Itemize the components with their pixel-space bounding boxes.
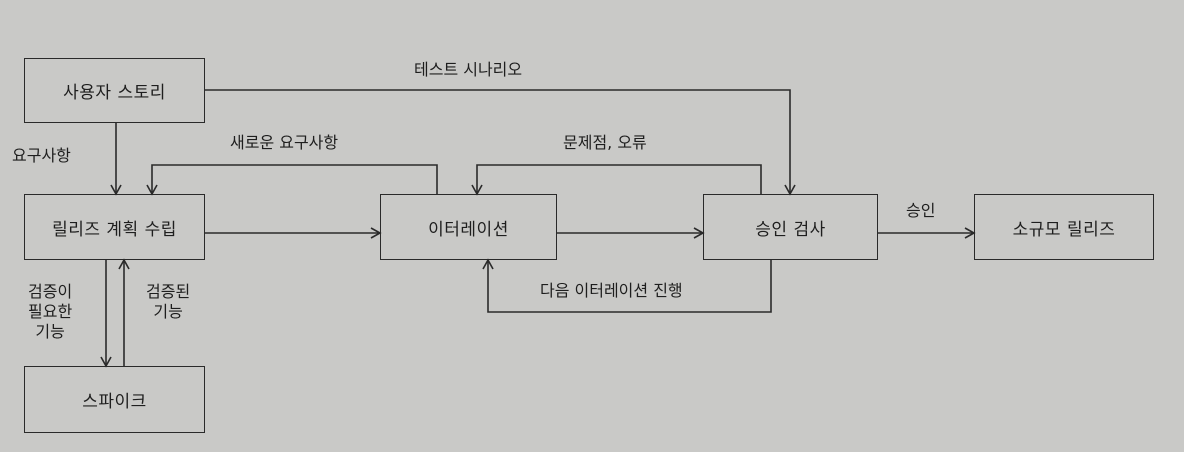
node-small-release: 소규모 릴리즈 bbox=[974, 194, 1154, 260]
label-test-scenarios: 테스트 시나리오 bbox=[414, 60, 523, 79]
node-release-planning: 릴리즈 계획 수립 bbox=[24, 194, 205, 260]
edge-bugs bbox=[471, 164, 762, 196]
edge-next-iteration bbox=[482, 258, 772, 313]
label-requirements: 요구사항 bbox=[12, 146, 71, 165]
label-need-validation-line-2: 필요한 bbox=[28, 302, 73, 321]
label-need-validation-line-3: 기능 bbox=[35, 322, 65, 341]
label-validated-line-2: 기능 bbox=[153, 302, 183, 321]
edge-test-scenarios bbox=[205, 89, 796, 196]
label-new-requirements: 새로운 요구사항 bbox=[230, 133, 339, 152]
label-need-validation-line-1: 검증이 bbox=[28, 282, 73, 301]
node-spike: 스파이크 bbox=[24, 366, 205, 433]
node-acceptance-test: 승인 검사 bbox=[703, 194, 878, 260]
label-approved: 승인 bbox=[906, 201, 936, 220]
label-need-validation: 검증이 필요한 기능 bbox=[28, 282, 72, 342]
node-iteration: 이터레이션 bbox=[380, 194, 557, 260]
label-next-iteration: 다음 이터레이션 진행 bbox=[540, 281, 683, 300]
label-bugs: 문제점, 오류 bbox=[563, 133, 647, 152]
label-validated: 검증된 기능 bbox=[146, 282, 190, 322]
label-validated-line-1: 검증된 bbox=[146, 282, 191, 301]
edge-new-requirements bbox=[146, 164, 438, 196]
node-user-story: 사용자 스토리 bbox=[24, 58, 205, 123]
